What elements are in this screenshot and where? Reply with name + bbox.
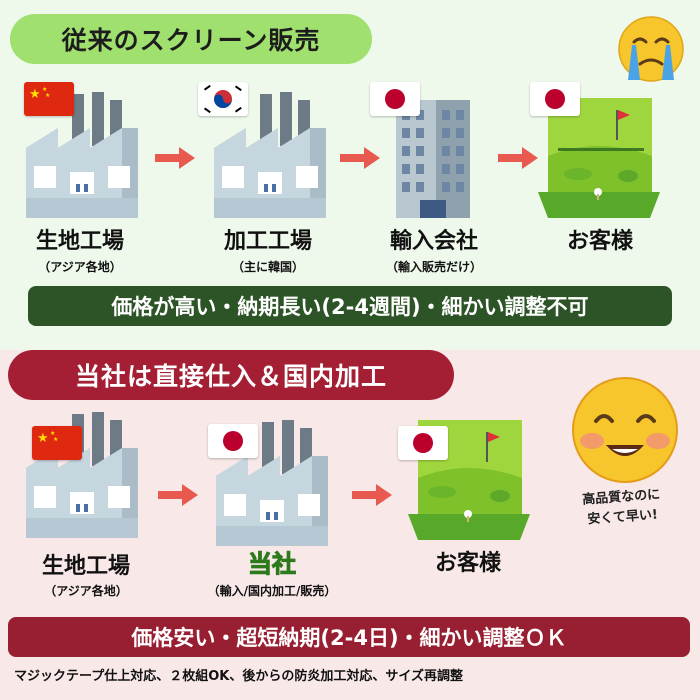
china-flag-icon: ★★★ [32,426,82,460]
step-label: 生地工場 [41,554,130,579]
arrow-right-icon [498,147,538,169]
svg-text:★: ★ [53,436,58,443]
step-sub: （主に韓国） [231,260,304,274]
china-flag-icon: ★★★ [24,82,74,116]
japan-flag-icon [208,424,258,458]
top-banner: 価格が高い・納期長い(2-4週間)・細かい調整不可 [28,286,672,326]
office-building-icon [396,100,470,218]
top-title: 従来のスクリーン販売 [10,14,372,64]
svg-text:★: ★ [45,92,50,99]
arrow-right-icon [155,147,195,169]
japan-flag-icon [398,426,448,460]
step-sub: （アジア各地） [44,584,128,598]
golf-screen-icon [408,420,530,540]
smiling-face-icon [572,377,678,483]
step-sub: （輸入/国内加工/販売） [207,584,337,598]
svg-text:★: ★ [42,86,47,93]
step-label-highlight: 当社 [248,550,297,579]
step-label: 加工工場 [223,229,312,254]
step-label: 生地工場 [35,229,124,254]
factory-icon [214,92,326,218]
arrow-right-icon [158,484,198,506]
svg-text:★: ★ [50,430,55,437]
bottom-banner: 価格安い・超短納期(2-4日)・細かい調整ＯＫ [8,617,690,657]
crying-face-icon [618,16,684,82]
factory-icon [26,92,138,218]
factory-icon [216,420,328,546]
footer-note: マジックテープ仕上対応、２枚組OK、後からの防炎加工対応、サイズ再調整 [14,669,463,684]
japan-flag-icon [370,82,420,116]
step-label: お客様 [566,229,633,254]
arrow-right-icon [352,484,392,506]
step-sub: （輸入販売だけ） [385,260,482,274]
svg-text:★: ★ [29,87,41,102]
bottom-title: 当社は直接仕入＆国内加工 [8,350,454,400]
step-label: お客様 [434,551,501,576]
arrow-right-icon [340,147,380,169]
svg-text:★: ★ [37,431,49,446]
japan-flag-icon [530,82,580,116]
korea-flag-icon [198,82,248,116]
step-label: 輸入会社 [389,229,478,254]
step-sub: （アジア各地） [38,260,122,274]
